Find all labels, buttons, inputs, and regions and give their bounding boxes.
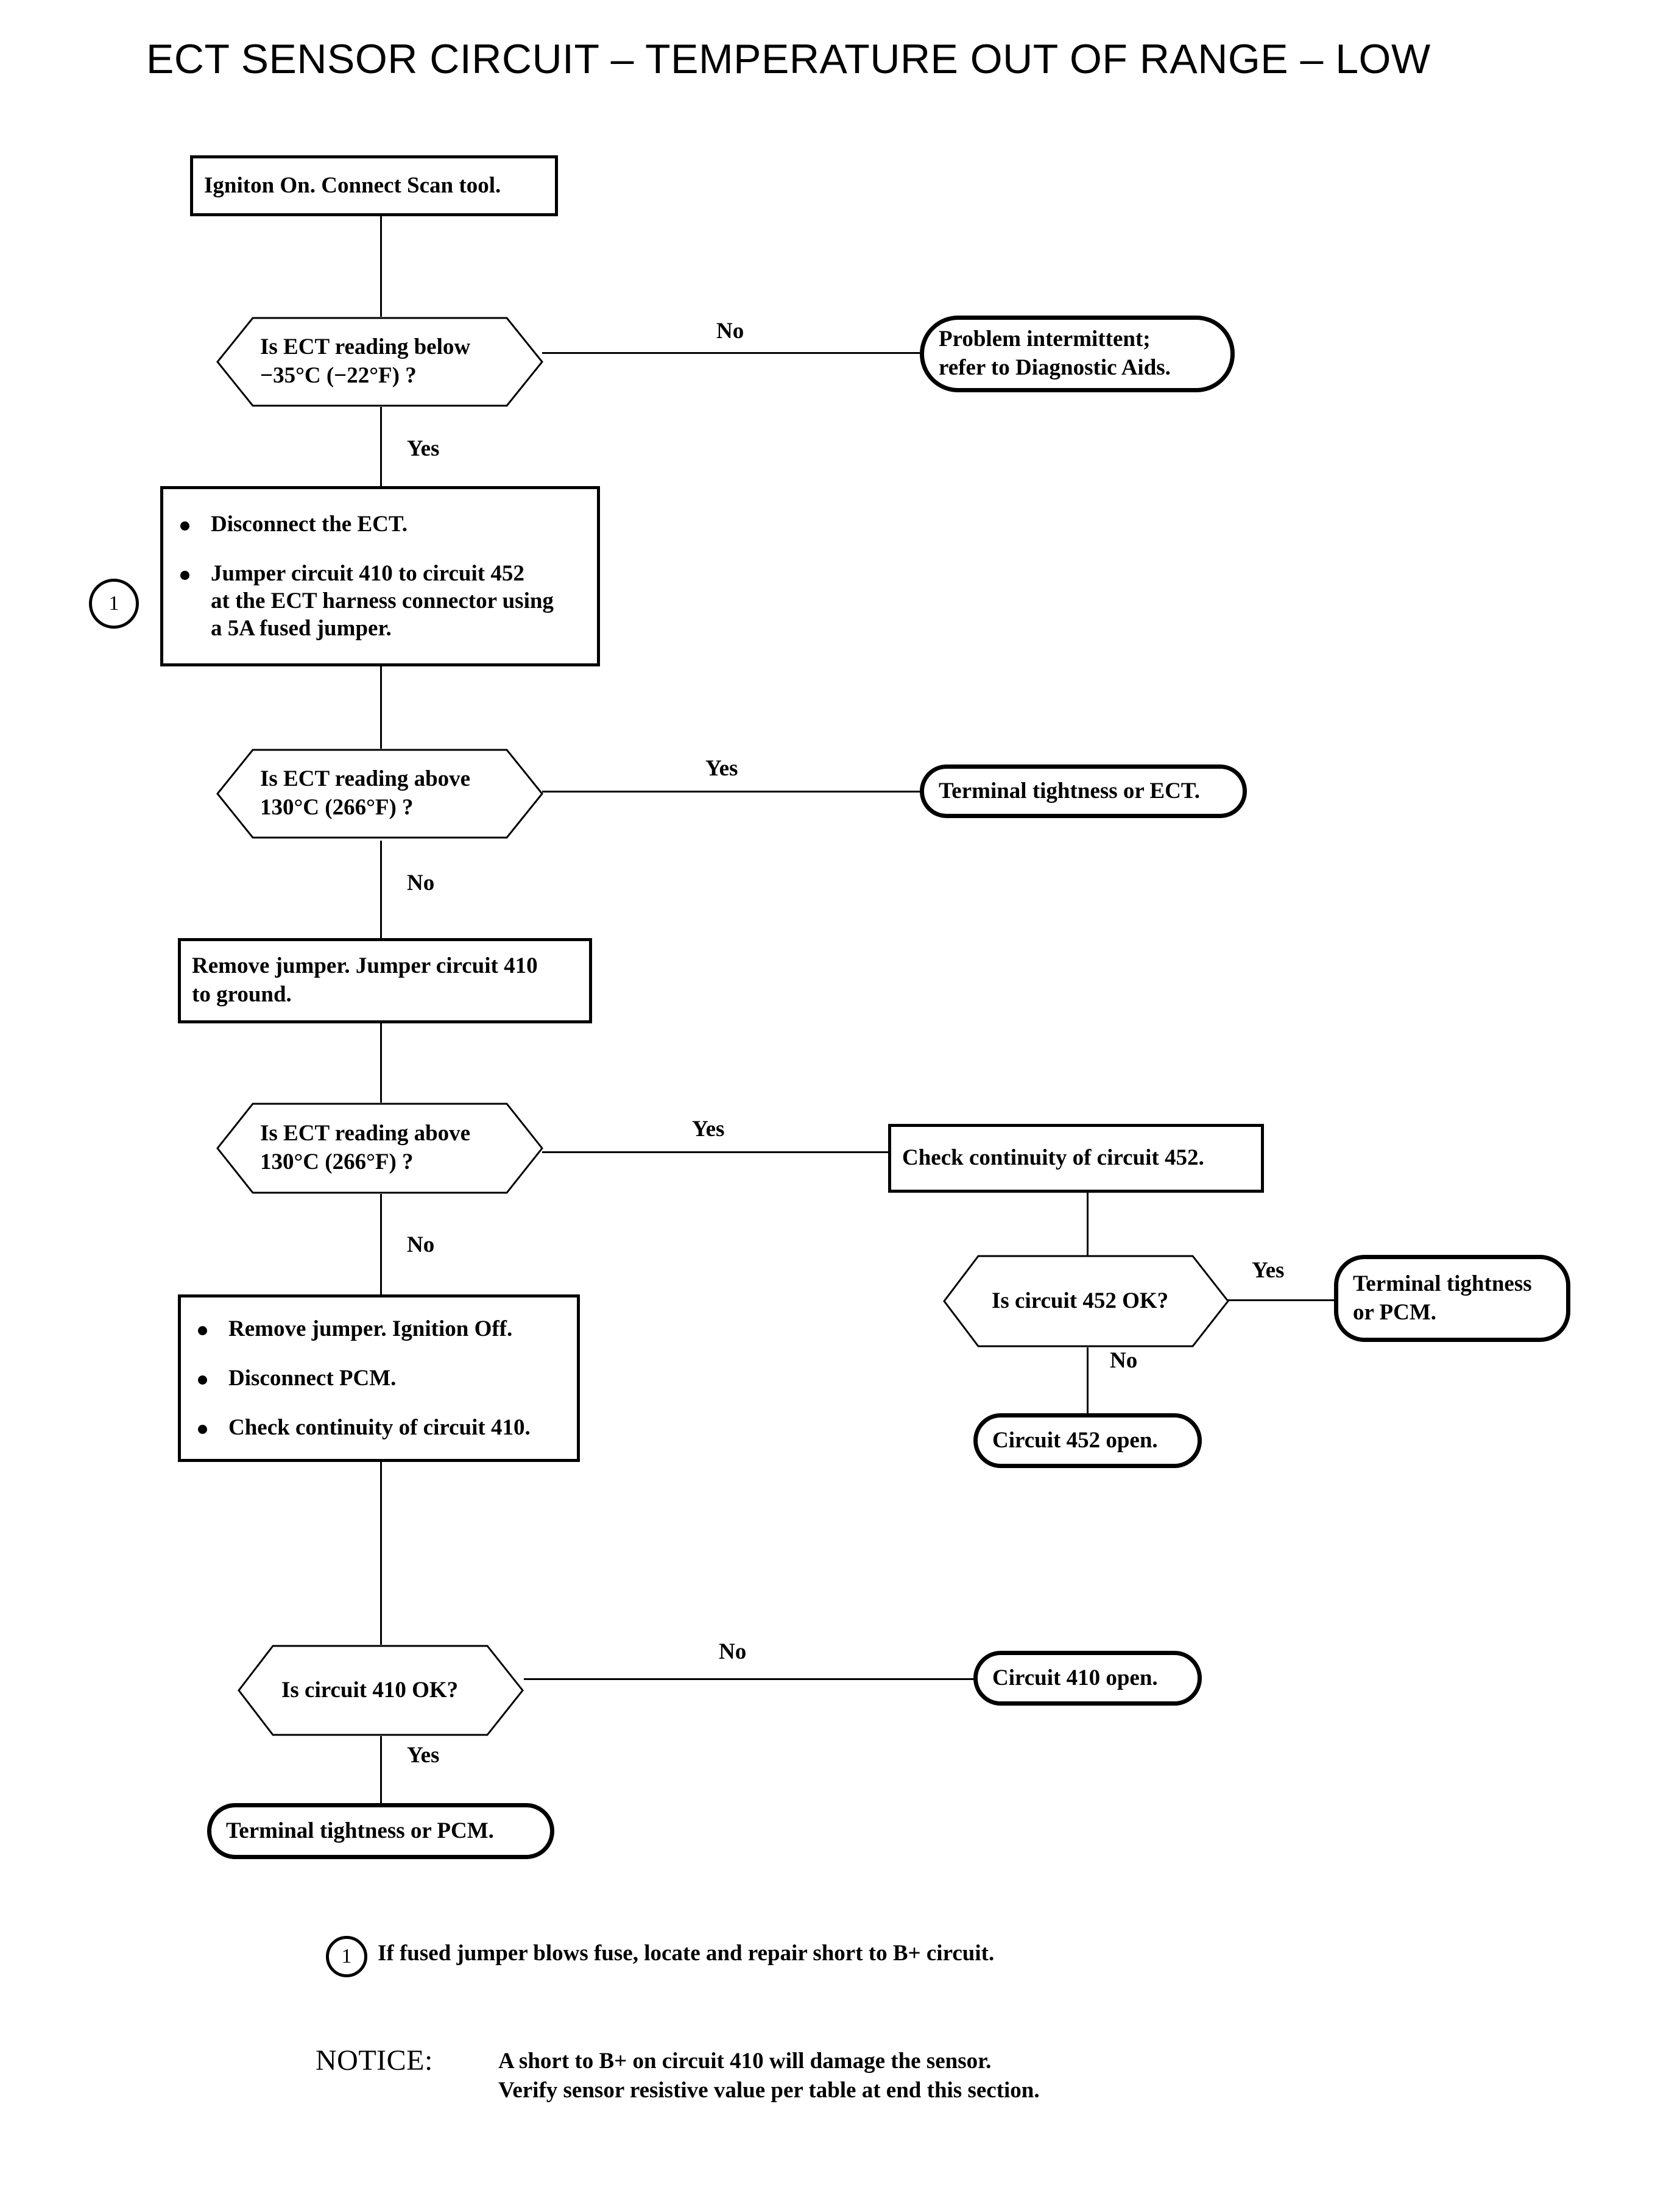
edge-label-yes-3: Yes [692, 1117, 725, 1142]
node-pcm-check-step[interactable]: Remove jumper. Ignition Off. Disconnect … [178, 1294, 580, 1462]
terminal-pcm-bottom-label: Terminal tightness or PCM. [226, 1818, 494, 1843]
terminal-or-ect-label: Terminal tightness or ECT. [939, 778, 1200, 803]
edge-label-no-410: No [719, 1639, 747, 1664]
connector-d3-to-pcmbox [380, 1194, 382, 1294]
node-circuit-410-open[interactable]: Circuit 410 open. [973, 1651, 1202, 1706]
terminal-pcm-right-line1: Terminal tightness [1353, 1271, 1532, 1296]
node-start-label: Igniton On. Connect Scan tool. [204, 172, 501, 198]
connector-removebox-to-d3 [380, 1023, 382, 1103]
bullet-dot-icon [198, 1375, 207, 1385]
connector-d2-yes-branch [542, 791, 920, 793]
terminal-pcm-right-line2: or PCM. [1353, 1299, 1436, 1325]
connector-check452-to-d452 [1087, 1193, 1089, 1278]
bullet-dot-icon [180, 521, 189, 531]
hexagon-shape [216, 317, 543, 407]
decision-3-line2: 130°C (266°F) ? [260, 1149, 414, 1174]
node-jumper-step[interactable]: Disconnect the ECT. Jumper circuit 410 t… [160, 486, 600, 666]
connector-d1-no-branch [542, 352, 920, 354]
node-check-continuity-452[interactable]: Check continuity of circuit 452. [888, 1124, 1264, 1193]
node-circuit-452-open[interactable]: Circuit 452 open. [973, 1413, 1202, 1468]
connector-d452-to-452open [1087, 1347, 1089, 1421]
node-terminal-tightness-or-pcm-bottom[interactable]: Terminal tightness or PCM. [207, 1803, 554, 1859]
pcm-bullet-3: Check continuity of circuit 410. [194, 1414, 577, 1441]
node-decision-ect-below-low[interactable]: Is ECT reading below −35°C (−22°F) ? [216, 317, 543, 407]
decision-2-line1: Is ECT reading above [260, 766, 471, 792]
intermittent-line2: refer to Diagnostic Aids. [939, 355, 1171, 380]
node-decision-ect-above-high-2[interactable]: Is ECT reading above 130°C (266°F) ? [216, 1103, 543, 1194]
connector-d452-yes-branch [1224, 1299, 1334, 1301]
node-remove-jumper-ground[interactable]: Remove jumper. Jumper circuit 410 to gro… [178, 938, 592, 1023]
bullet-dot-icon [198, 1425, 207, 1435]
edge-label-yes-410: Yes [407, 1743, 440, 1768]
edge-label-no-452: No [1110, 1348, 1138, 1373]
node-terminal-tightness-or-pcm-right[interactable]: Terminal tightness or PCM. [1334, 1255, 1570, 1342]
connector-jumperbox-to-d2 [380, 666, 382, 749]
jumper-bullet-1: Disconnect the ECT. [177, 510, 597, 538]
node-problem-intermittent[interactable]: Problem intermittent; refer to Diagnosti… [920, 316, 1235, 392]
check-452-label: Check continuity of circuit 452. [902, 1145, 1204, 1171]
decision-452-label: Is circuit 452 OK? [992, 1288, 1169, 1313]
edge-label-no-1: No [716, 319, 744, 344]
footnote-1-text: If fused jumper blows fuse, locate and r… [378, 1941, 995, 1966]
bullet-dot-icon [180, 570, 189, 580]
connector-d1-to-jumperbox [380, 407, 382, 486]
node-decision-circuit-452-ok[interactable]: Is circuit 452 OK? [943, 1255, 1229, 1347]
jumper-bullet-2: Jumper circuit 410 to circuit 452 at the… [177, 560, 597, 642]
decision-1-line2: −35°C (−22°F) ? [260, 363, 417, 388]
remove-jumper-line1: Remove jumper. Jumper circuit 410 [192, 953, 538, 979]
edge-label-yes-452: Yes [1252, 1258, 1285, 1283]
edge-label-yes-1: Yes [407, 436, 440, 461]
edge-label-no-2: No [407, 870, 435, 895]
intermittent-line1: Problem intermittent; [939, 327, 1151, 352]
decision-1-line1: Is ECT reading below [260, 334, 471, 360]
connector-d2-to-removebox [380, 841, 382, 938]
hexagon-shape [943, 1255, 1229, 1347]
node-decision-ect-above-high-1[interactable]: Is ECT reading above 130°C (266°F) ? [216, 749, 543, 839]
edge-label-no-3: No [407, 1232, 435, 1257]
remove-jumper-line2: to ground. [192, 982, 292, 1007]
hexagon-shape [238, 1645, 524, 1736]
decision-410-label: Is circuit 410 OK? [281, 1677, 459, 1703]
bullet-dot-icon [198, 1326, 207, 1335]
callout-note-1: 1 [89, 579, 139, 629]
connector-pcmbox-to-d4 [380, 1462, 382, 1645]
notice-label: NOTICE: [316, 2044, 433, 2077]
connector-d3-yes-branch [542, 1151, 889, 1153]
decision-3-line1: Is ECT reading above [260, 1121, 471, 1146]
hexagon-shape [216, 1103, 543, 1194]
hexagon-shape [216, 749, 543, 839]
connector-start-to-d1 [380, 216, 382, 317]
notice-line-1: A short to B+ on circuit 410 will damage… [498, 2049, 992, 2074]
connector-d4-no-branch [524, 1678, 975, 1680]
node-start[interactable]: Igniton On. Connect Scan tool. [190, 155, 558, 216]
decision-2-line2: 130°C (266°F) ? [260, 795, 414, 820]
notice-line-2: Verify sensor resistive value per table … [498, 2078, 1040, 2103]
connector-452open-stub [1087, 1389, 1089, 1413]
node-decision-circuit-410-ok[interactable]: Is circuit 410 OK? [238, 1645, 524, 1736]
circuit-410-open-label: Circuit 410 open. [992, 1665, 1158, 1690]
node-terminal-tightness-or-ect[interactable]: Terminal tightness or ECT. [920, 764, 1247, 818]
pcm-bullet-2: Disconnect PCM. [194, 1364, 577, 1392]
callout-footnote-1: 1 [326, 1936, 367, 1977]
connector-d4-to-terminal-pcm [380, 1736, 382, 1803]
pcm-bullet-1: Remove jumper. Ignition Off. [194, 1315, 577, 1343]
edge-label-yes-2: Yes [705, 756, 738, 781]
page-title: ECT SENSOR CIRCUIT – TEMPERATURE OUT OF … [146, 36, 1431, 82]
circuit-452-open-label: Circuit 452 open. [992, 1427, 1158, 1453]
